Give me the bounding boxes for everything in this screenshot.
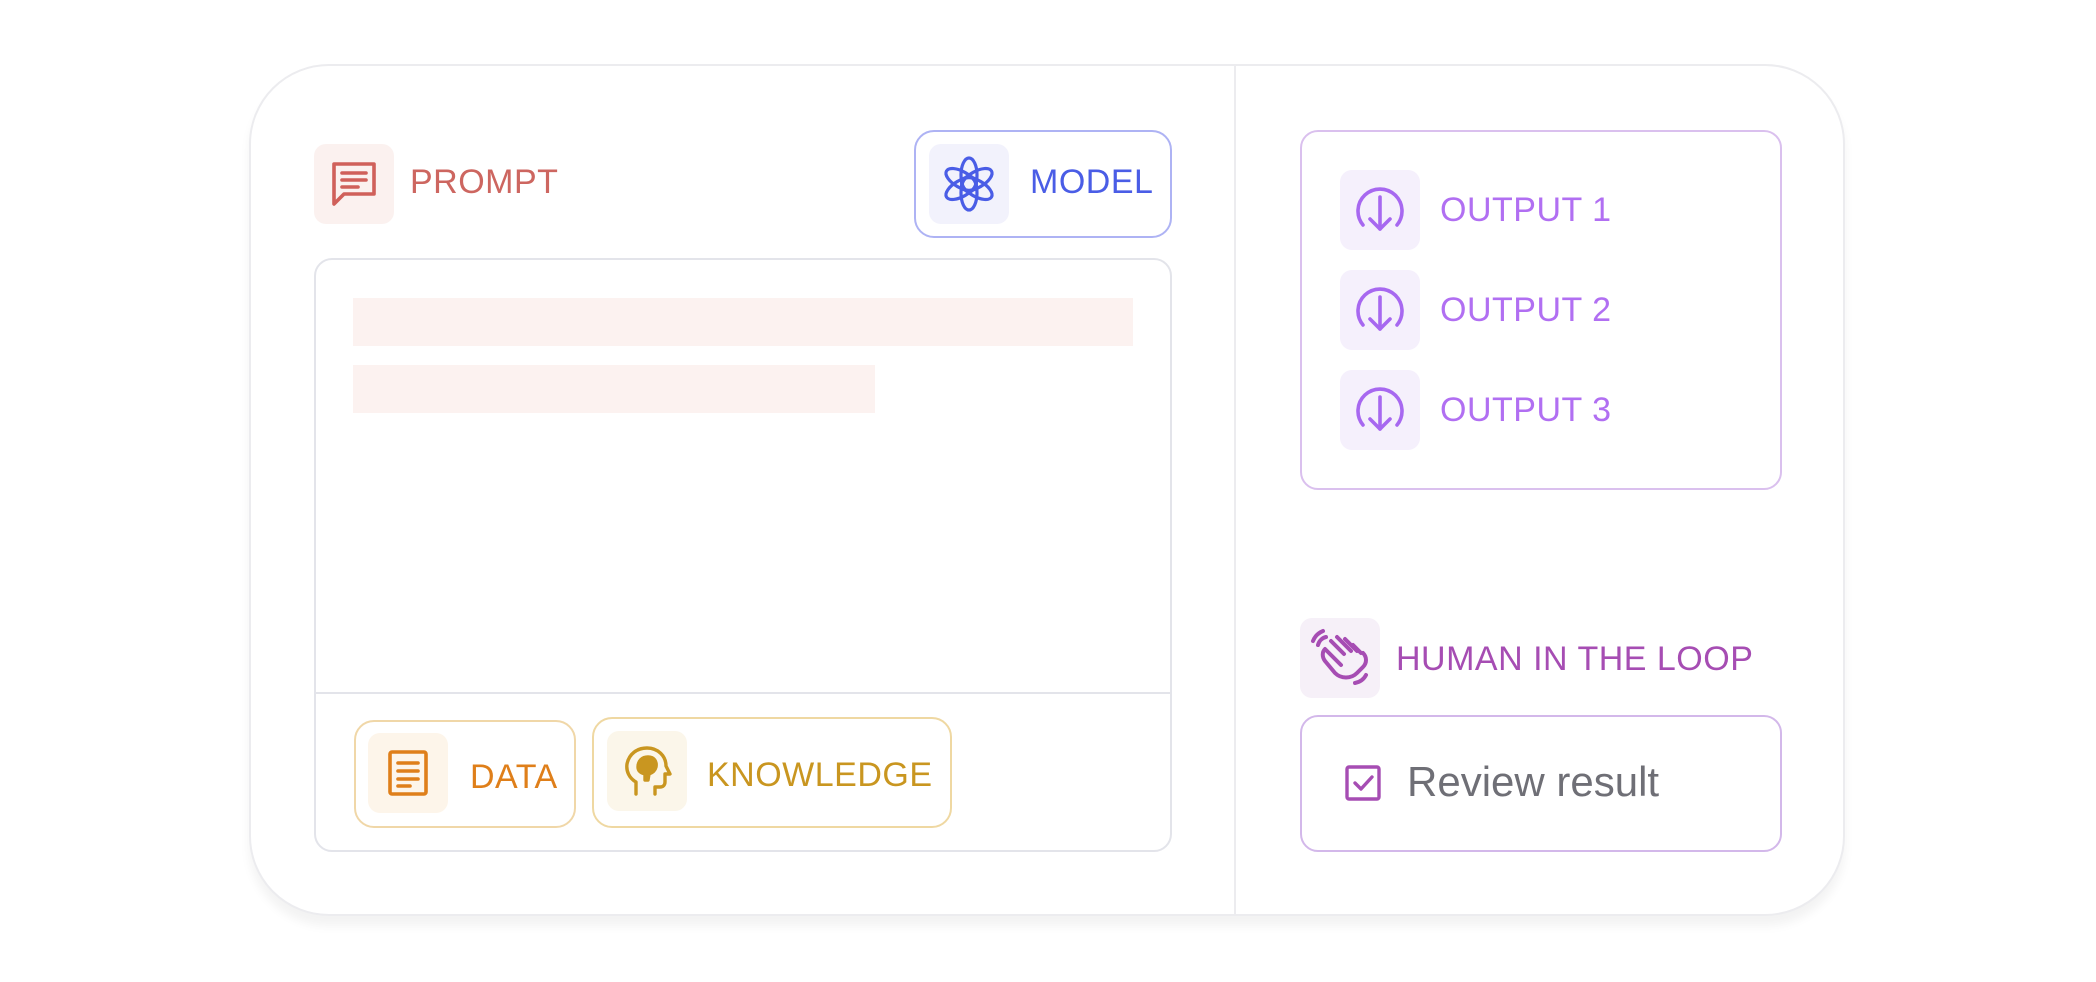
outputs-panel	[1300, 130, 1782, 490]
head-brain-icon	[607, 731, 687, 811]
prompt-text-placeholder-line	[353, 365, 875, 413]
model-label: MODEL	[1030, 163, 1154, 201]
knowledge-label: KNOWLEDGE	[707, 756, 933, 794]
openai-logo-icon	[929, 144, 1009, 224]
knowledge-chip[interactable]	[592, 717, 952, 828]
hand-wave-icon	[1300, 618, 1380, 698]
arrow-down-circle-icon	[1340, 270, 1420, 350]
data-chip[interactable]	[354, 720, 576, 828]
document-icon	[368, 733, 448, 813]
arrow-down-circle-icon	[1340, 170, 1420, 250]
human-in-the-loop-label: HUMAN IN THE LOOP	[1396, 640, 1754, 678]
review-task-box[interactable]	[1300, 715, 1782, 852]
review-checkbox[interactable]	[1344, 764, 1382, 802]
review-result-label: Review result	[1407, 758, 1660, 805]
output-item-2[interactable]: OUTPUT 2	[1440, 291, 1612, 329]
arrow-down-circle-icon	[1340, 370, 1420, 450]
data-label: DATA	[470, 758, 558, 796]
chat-message-icon	[314, 144, 394, 224]
output-item-3[interactable]: OUTPUT 3	[1440, 391, 1612, 429]
prompt-text-placeholder-line	[353, 298, 1133, 346]
prompt-attachments-divider	[316, 692, 1170, 694]
output-item-1[interactable]: OUTPUT 1	[1440, 191, 1612, 229]
prompt-label: PROMPT	[410, 163, 559, 201]
column-divider	[1234, 66, 1236, 914]
prompt-input-area[interactable]	[314, 258, 1172, 852]
